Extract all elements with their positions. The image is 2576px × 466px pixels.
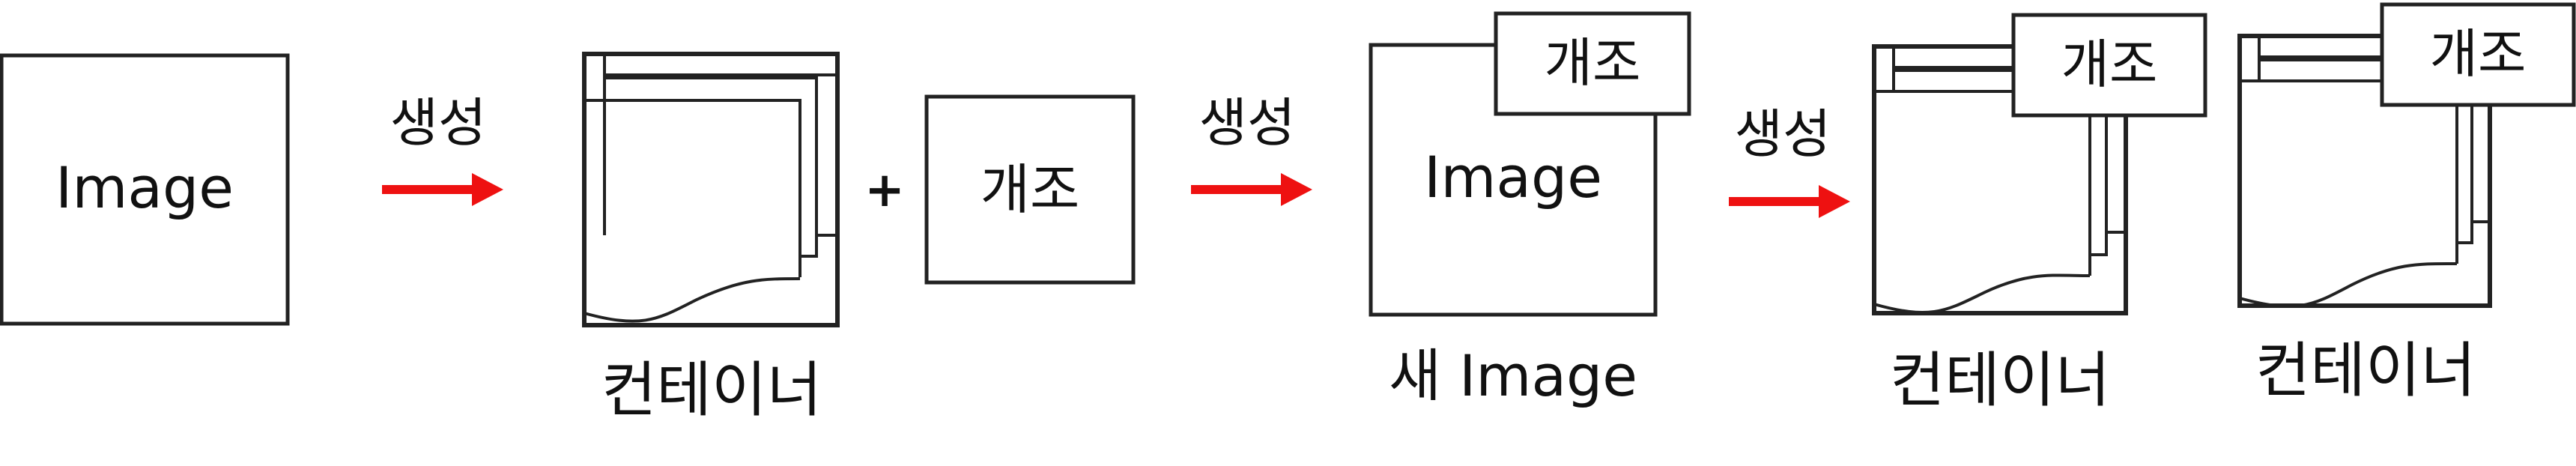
arrow-1-head (472, 173, 503, 206)
arrow-3-head (1819, 185, 1850, 218)
arrow-2-label: 생성 (1199, 92, 1296, 154)
container-3-caption: 컨테이너 (2255, 336, 2476, 405)
arrow-1: 생성 (382, 92, 503, 206)
new-image-label: Image (1424, 144, 1602, 211)
arrow-3: 생성 (1729, 103, 1850, 218)
container-2: 개조 컨테이너 (1872, 13, 2207, 415)
container-3-page-curl (2239, 261, 2458, 308)
container-1-layer-c (584, 99, 801, 277)
container-3-badge-label: 개조 (2430, 23, 2527, 85)
new-image-badge-label: 개조 (1545, 32, 1641, 94)
modification-box-frame (924, 94, 1136, 285)
arrow-2: 생성 (1191, 92, 1312, 206)
container-2-badge-label: 개조 (2061, 34, 2158, 95)
arrow-2-head (1281, 173, 1312, 206)
arrow-3-shaft (1729, 197, 1822, 206)
source-image-box (0, 53, 290, 326)
source-image: Image (0, 53, 290, 326)
container-3: 개조 컨테이너 (2237, 2, 2576, 405)
new-image: 개조 Image 새 Image (1369, 11, 1691, 409)
container-2-layer-b (1894, 69, 2126, 234)
arrow-2-shaft (1191, 185, 1285, 194)
plus-sign: + (864, 163, 905, 218)
container-2-badge-box (2011, 13, 2207, 118)
arrow-1-label: 생성 (390, 92, 487, 154)
container-2-caption: 컨테이너 (1890, 345, 2110, 415)
container-1-page-curl (584, 277, 801, 323)
source-image-label: Image (55, 154, 234, 221)
modification-box-label: 개조 (981, 158, 1079, 221)
container-3-badge-box (2380, 2, 2576, 107)
container-1: 컨테이너 (582, 52, 840, 425)
arrow-3-label: 생성 (1735, 103, 1831, 165)
new-image-badge-box (1494, 11, 1691, 116)
arrow-1-shaft (382, 185, 476, 194)
container-3-layer-b (2259, 58, 2490, 223)
new-image-caption: 새 Image (1389, 342, 1637, 409)
container-1-caption: 컨테이너 (601, 355, 822, 425)
modification-box: 개조 (924, 94, 1136, 285)
container-2-page-curl (1873, 273, 2091, 314)
